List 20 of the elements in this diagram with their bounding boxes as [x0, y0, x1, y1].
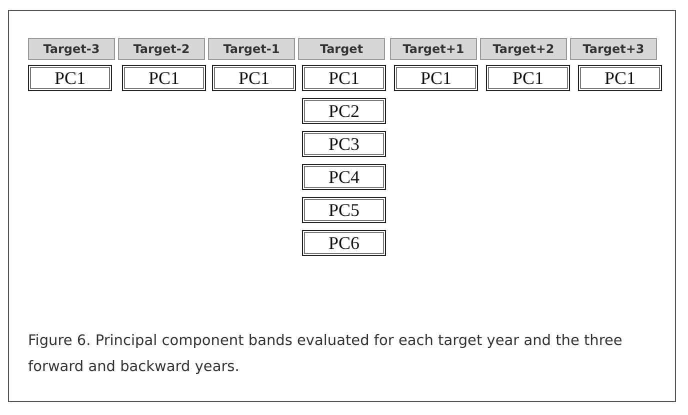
band-box: PC5: [302, 197, 386, 223]
column-header: Target+3: [570, 38, 657, 60]
band-box: PC1: [122, 65, 206, 91]
band-box: PC3: [302, 131, 386, 157]
band-box: PC1: [28, 65, 112, 91]
column-header: Target+1: [390, 38, 477, 60]
column-header: Target-3: [28, 38, 115, 60]
band-box: PC2: [302, 98, 386, 124]
band-box: PC6: [302, 230, 386, 256]
column-header: Target+2: [480, 38, 567, 60]
column-header: Target-1: [208, 38, 295, 60]
band-box: PC1: [302, 65, 386, 91]
column-header: Target: [298, 38, 385, 60]
band-box: PC4: [302, 164, 386, 190]
column-header: Target-2: [118, 38, 205, 60]
band-box: PC1: [394, 65, 478, 91]
band-box: PC1: [578, 65, 662, 91]
figure-caption: Figure 6. Principal component bands evaluated for each target year and the three forward and backward years.: [28, 332, 624, 377]
band-box: PC1: [486, 65, 570, 91]
band-box: PC1: [212, 65, 296, 91]
